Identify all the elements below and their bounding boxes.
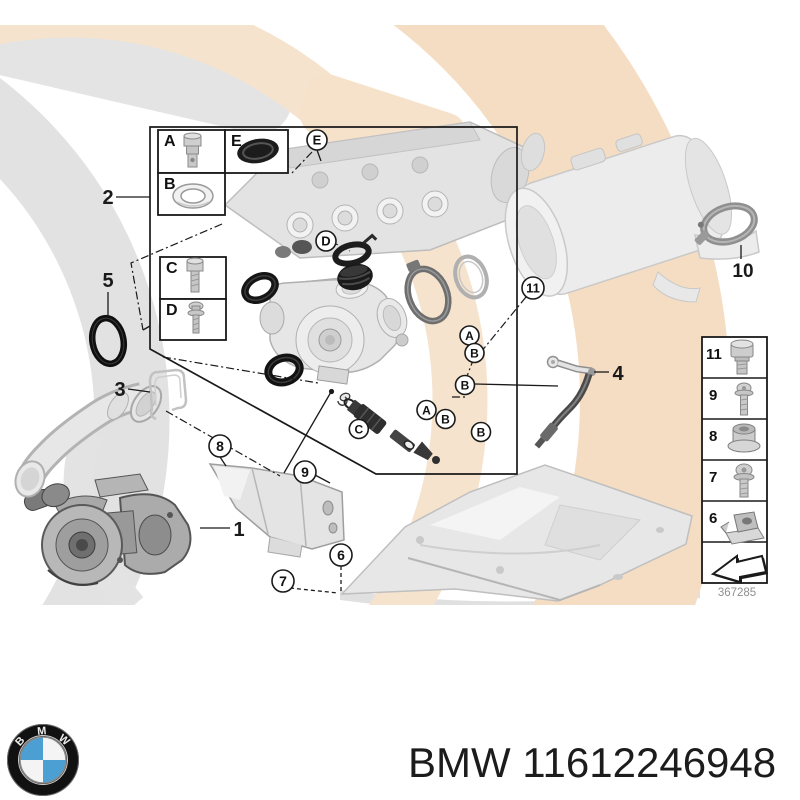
callout-text-e: E: [313, 133, 322, 148]
callout-circle-9: [293, 460, 317, 484]
footer-part-number: BMW 11612246948: [408, 739, 776, 786]
direction-arrow-icon: [710, 554, 768, 584]
fastener-label-9: 9: [709, 387, 717, 404]
flange-nut-icon: [727, 423, 761, 453]
legend-label-c: C: [166, 260, 178, 277]
part-number-labels: 1 2 3 4 5 10: [102, 187, 753, 541]
callout-circle-b3: [435, 408, 456, 430]
bmw-quadrant-br: [43, 760, 66, 783]
bmw-quadrant-tl: [20, 737, 43, 760]
exhaust-port-dark: [292, 240, 312, 254]
drawing-number: 367285: [718, 587, 756, 599]
legend-label-d: D: [166, 302, 178, 319]
seal-ring-turbo-inlet: [264, 353, 304, 387]
fastener-label-8: 8: [709, 428, 717, 445]
circled-callouts: E D 11 8 9 6 7 A B B A B B C: [208, 129, 545, 593]
bmw-logo: B M W: [7, 724, 79, 796]
callout-text-7: 7: [279, 573, 287, 589]
legend-label-b: B: [164, 176, 176, 193]
oil-line-drawing: [534, 355, 596, 449]
callout-circle-b2: [454, 374, 476, 396]
banjo-bolt-icon: [183, 132, 202, 168]
gray-band-top-left: [0, 25, 292, 134]
callout-text-11: 11: [526, 281, 540, 296]
bmw-quadrant-bl: [20, 760, 43, 783]
hex-flange-bolt-icon: [730, 339, 754, 375]
turbo-center-drawing: [259, 277, 409, 385]
sealing-washer-icon: [172, 183, 214, 209]
callout-circle-6: [329, 543, 353, 567]
callout-circle-11: [521, 276, 545, 300]
fastener-label-6: 6: [709, 510, 717, 527]
callout-text-a2: A: [422, 403, 431, 417]
oil-drain-fitting-drawing: [337, 392, 440, 464]
callout-circle-8: [208, 434, 232, 458]
combi-bolt-icon: [733, 463, 755, 498]
kit-boundary-box: [149, 126, 518, 475]
support-bracket-drawing: [208, 463, 345, 558]
bmw-quadrant-tr: [43, 737, 66, 760]
bmw-logo-letter-m: M: [37, 725, 47, 738]
callout-text-b3: B: [441, 412, 450, 426]
exhaust-clamp-10-drawing: [694, 202, 758, 246]
callout-text-9: 9: [301, 464, 309, 480]
seal-ring-upper: [241, 271, 279, 305]
torx-screw-icon: [734, 382, 754, 416]
cylinder-head-drawing: [223, 121, 546, 259]
oval-plug-icon: [237, 138, 279, 164]
cage-nut-icon: [720, 511, 765, 545]
legend-label-e: E: [231, 133, 242, 150]
leader-lines: [107, 149, 742, 594]
label-10: 10: [732, 261, 753, 282]
callout-text-6: 6: [337, 547, 345, 563]
label-2: 2: [102, 187, 113, 209]
gray-ring-left: [0, 78, 170, 605]
o-ring-drawing: [88, 314, 128, 368]
label-5: 5: [102, 270, 113, 292]
hex-bolt-icon: [186, 257, 204, 293]
legend-label-a: A: [164, 133, 176, 150]
wire-clip-drawing: [148, 368, 188, 421]
label-1: 1: [233, 519, 244, 541]
gasket-ring-drawing: [453, 254, 489, 300]
intake-pipe-drawing: [14, 382, 163, 498]
callout-circle-b4: [470, 421, 492, 443]
seal-ring-d: [332, 233, 378, 267]
legend-box-cd: C D: [159, 256, 227, 341]
callout-circle-b1: [464, 342, 485, 364]
callout-text-b4: B: [477, 425, 486, 439]
fastener-label-7: 7: [709, 469, 717, 486]
callout-circle-a2: [416, 399, 437, 421]
callout-circle-7: [271, 569, 295, 593]
label-3: 3: [114, 379, 125, 401]
callout-text-c: C: [354, 422, 363, 436]
callout-circle-c: [348, 418, 370, 440]
legend-box-abe: A E B: [157, 129, 289, 216]
seal-boot-d: [337, 263, 373, 291]
callout-text-8: 8: [216, 438, 224, 454]
callout-text-b1: B: [470, 346, 479, 360]
turbocharger-drawing: [23, 473, 192, 586]
fastener-label-11: 11: [706, 346, 722, 363]
label-4: 4: [612, 363, 624, 385]
flange-screw-icon: [187, 301, 205, 334]
callout-circle-e: [306, 129, 328, 151]
callout-circle-d: [315, 230, 337, 252]
peach-ring-outer: [393, 25, 730, 605]
callout-text-d: D: [321, 234, 330, 249]
peach-ring-inner: [0, 25, 488, 605]
heat-shield-drawing: [340, 464, 693, 602]
dpf-downpipe: [652, 271, 701, 303]
fastener-legend-box: 11 9 8 7 6: [701, 336, 768, 584]
callout-text-b2: B: [461, 378, 470, 392]
callout-text-a1: A: [465, 329, 474, 343]
